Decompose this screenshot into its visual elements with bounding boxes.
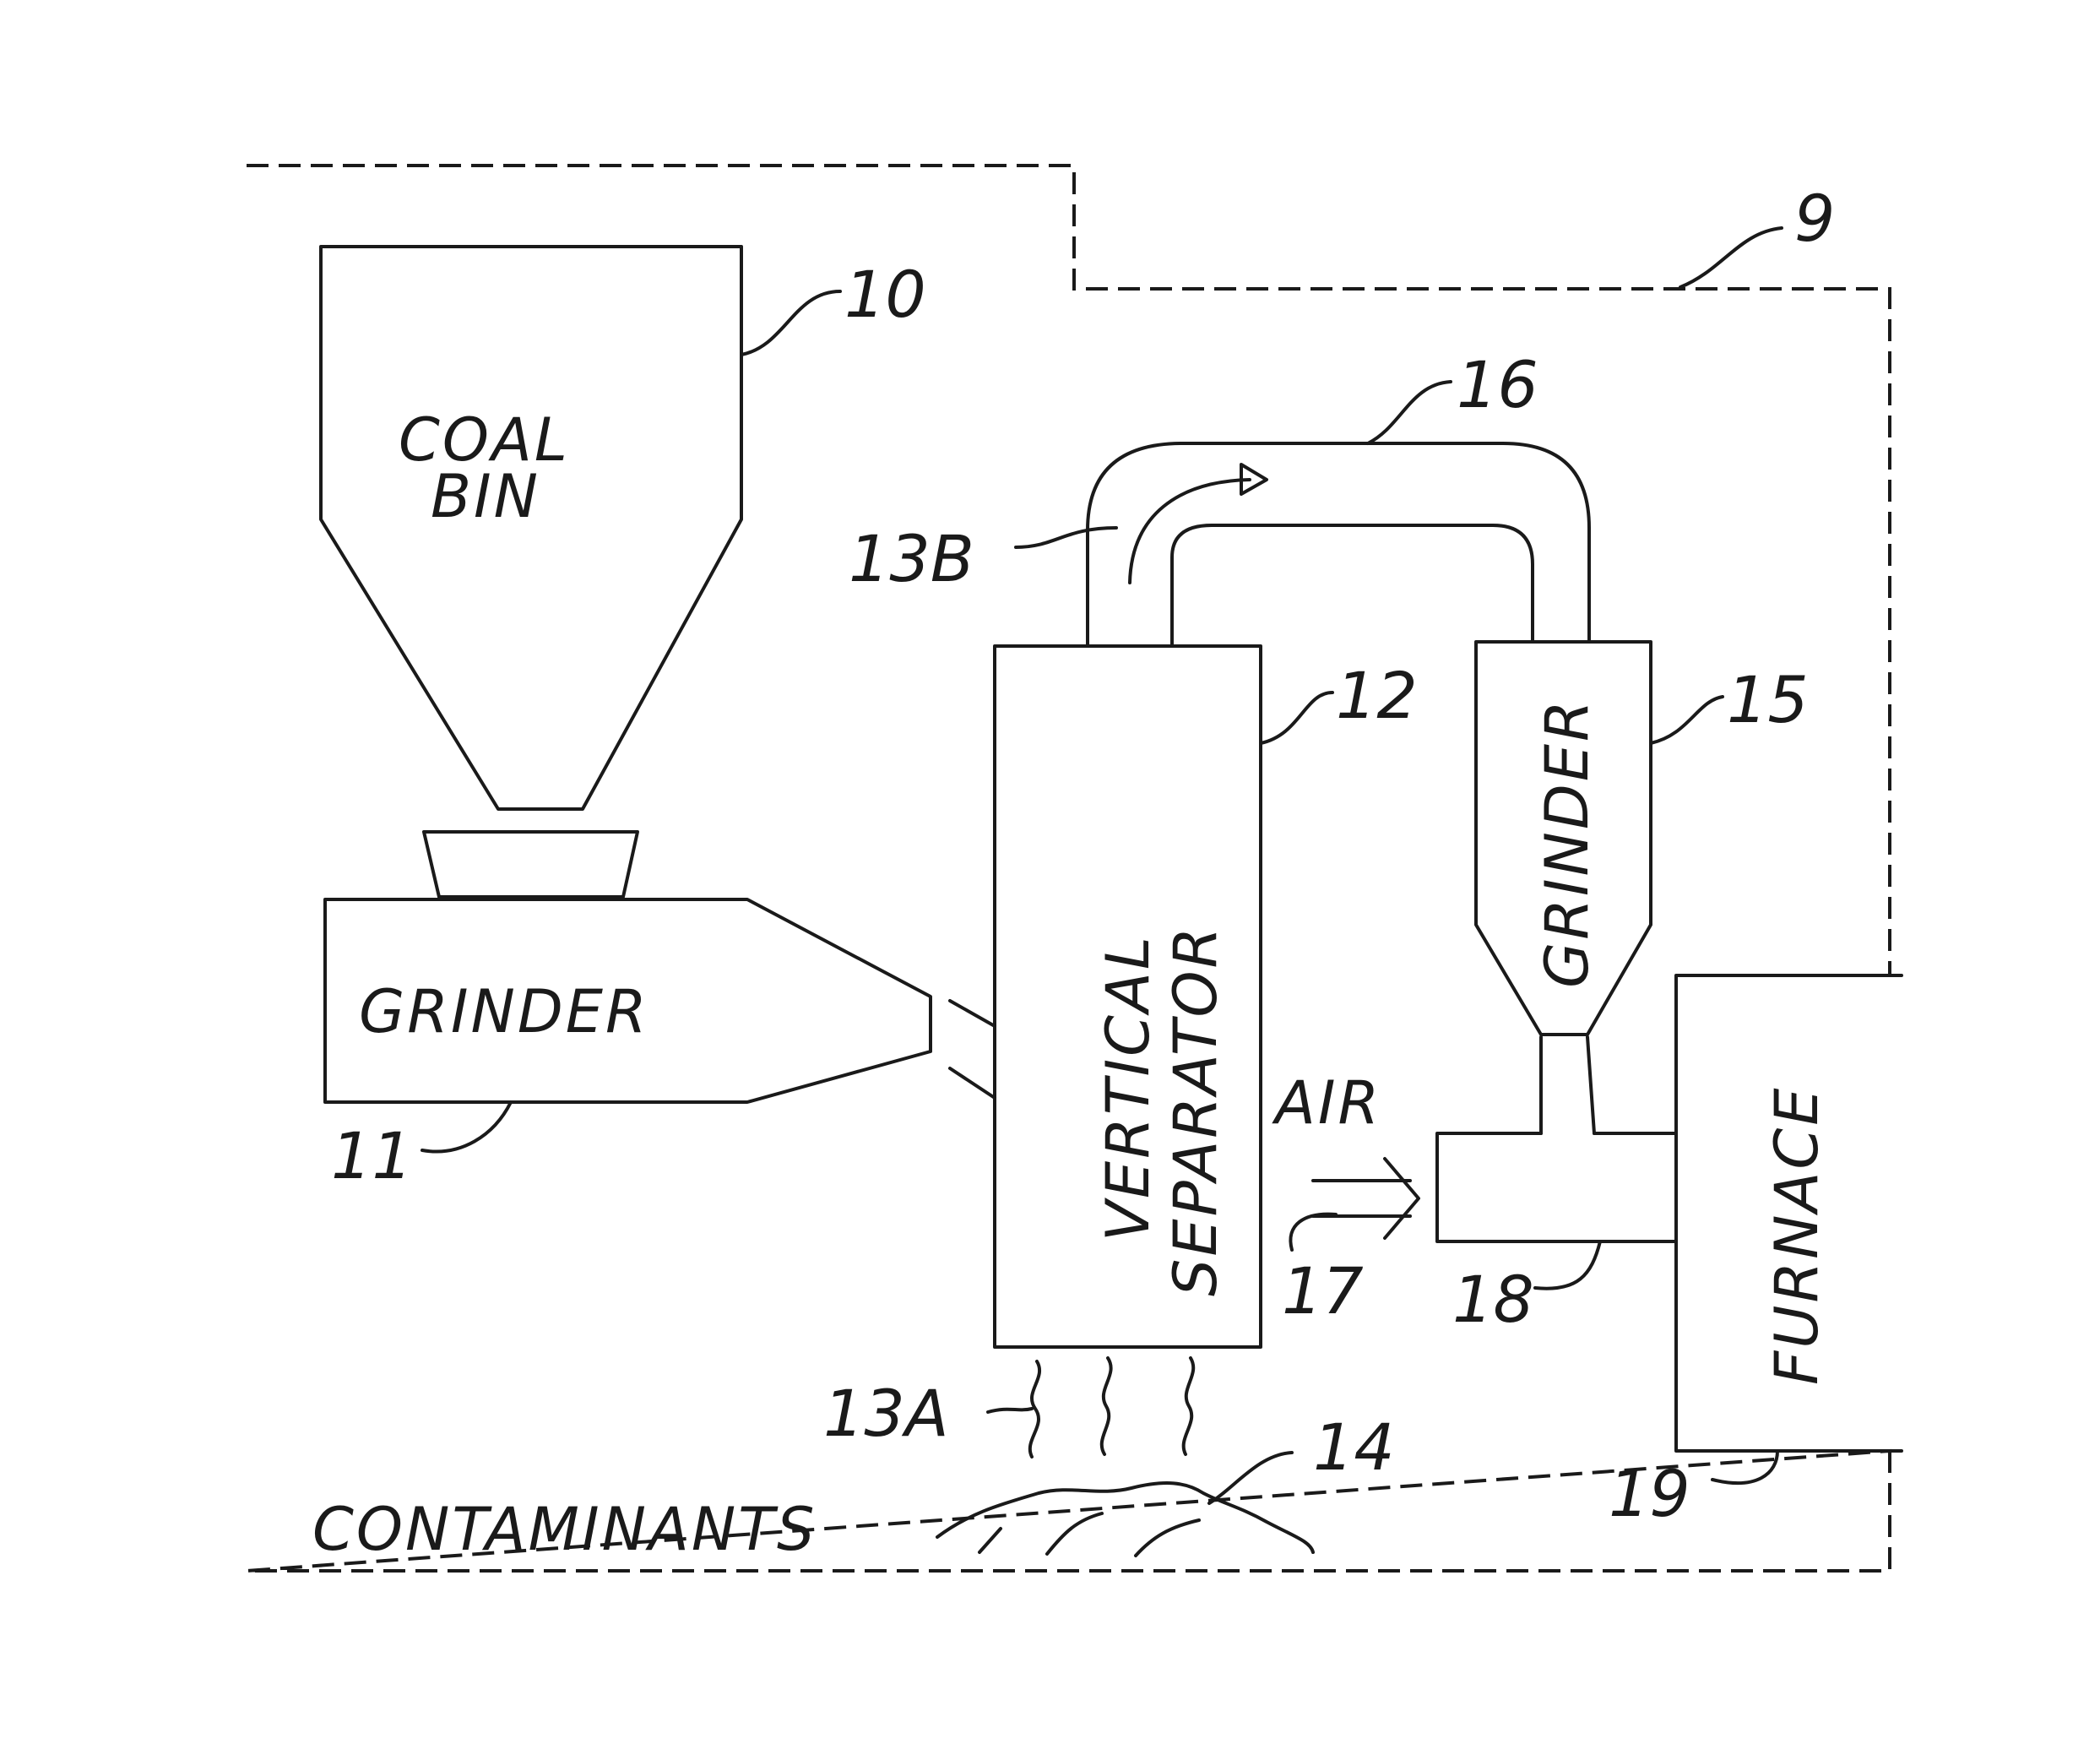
fines-flow-leader: [1016, 528, 1116, 547]
primary-grinder-label: GRINDER: [359, 977, 649, 1046]
furnace-ref: 19: [1609, 1456, 1690, 1531]
grinder-discharge-duct: [950, 1001, 995, 1098]
secondary-grinder-ref: 15: [1727, 662, 1809, 737]
exhaust-duct-inner: [1172, 525, 1533, 646]
air-inlet-leader: [1290, 1214, 1336, 1250]
secondary-grinder-feed-pipe: [1541, 1037, 1594, 1133]
system-boundary-leader: [1680, 228, 1782, 287]
contaminants-label: CONTAMINANTS: [312, 1495, 817, 1564]
coal-bin-label-line2: BIN: [431, 462, 540, 531]
fines-flow-arrow: [1130, 480, 1250, 583]
system-boundary-ref: 9: [1794, 181, 1835, 256]
contaminant-fall-leader: [988, 1409, 1032, 1412]
furnace-leader: [1712, 1451, 1777, 1483]
secondary-grinder-leader: [1651, 697, 1723, 743]
exhaust-duct-outer: [1088, 443, 1589, 646]
air-inlet-label: AIR: [1272, 1068, 1381, 1138]
mixing-tee: [1437, 1133, 1676, 1241]
contaminants-ref: 14: [1313, 1410, 1395, 1485]
coal-bin-ref: 10: [844, 257, 926, 332]
contaminant-fall-ref: 13A: [823, 1376, 949, 1451]
feed-throat: [424, 832, 638, 897]
mixing-tee-ref: 18: [1452, 1262, 1534, 1337]
system-boundary-outline: [247, 166, 1890, 1571]
exhaust-duct-ref: 16: [1457, 347, 1538, 422]
primary-grinder-ref: 11: [331, 1118, 413, 1193]
primary-grinder-leader: [422, 1102, 511, 1151]
fines-flow-ref: 13B: [849, 521, 974, 596]
vertical-separator-leader: [1261, 693, 1332, 743]
air-inlet-ref: 17: [1282, 1253, 1364, 1328]
vertical-separator-ref: 12: [1336, 658, 1418, 733]
furnace-label: FURNACE: [1762, 1086, 1831, 1386]
vertical-separator-label-line2: SEPARATOR: [1161, 925, 1230, 1296]
air-inlet-arrow: [1313, 1159, 1419, 1238]
contaminants-pile-texture: [979, 1513, 1199, 1556]
secondary-grinder-label: GRINDER: [1533, 698, 1602, 988]
contaminant-fall-line-2: [1102, 1358, 1111, 1454]
mixing-tee-leader: [1535, 1241, 1600, 1289]
vertical-separator-label-line1: VERTICAL: [1093, 934, 1163, 1241]
coal-bin-leader: [741, 291, 840, 355]
contaminant-fall-line-3: [1184, 1358, 1194, 1454]
exhaust-duct-leader: [1368, 382, 1451, 443]
